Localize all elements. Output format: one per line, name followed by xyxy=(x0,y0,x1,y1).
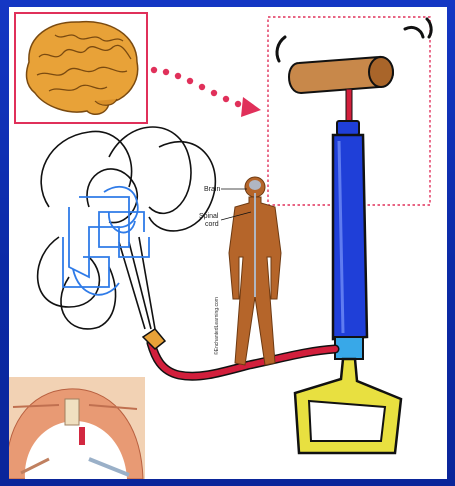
spinal-cord-label-line1: Spinal xyxy=(199,213,218,220)
motion-lines xyxy=(277,19,431,61)
nerve-loops-drawing xyxy=(38,127,216,329)
hose-nozzle xyxy=(143,329,165,349)
diagram-illustration xyxy=(9,7,447,479)
spinal-cord-label-line2: cord xyxy=(205,221,219,228)
image-credit: ©EnchantedLearning.com xyxy=(214,297,220,355)
dotted-arrow xyxy=(151,67,261,117)
bicycle-pump xyxy=(289,57,401,453)
chest-cross-section-image xyxy=(9,377,145,479)
diagram-panel: Brain Spinal cord ©EnchantedLearning.com xyxy=(9,7,447,479)
brain-marker xyxy=(249,180,261,190)
brain-label: Brain xyxy=(204,186,220,193)
